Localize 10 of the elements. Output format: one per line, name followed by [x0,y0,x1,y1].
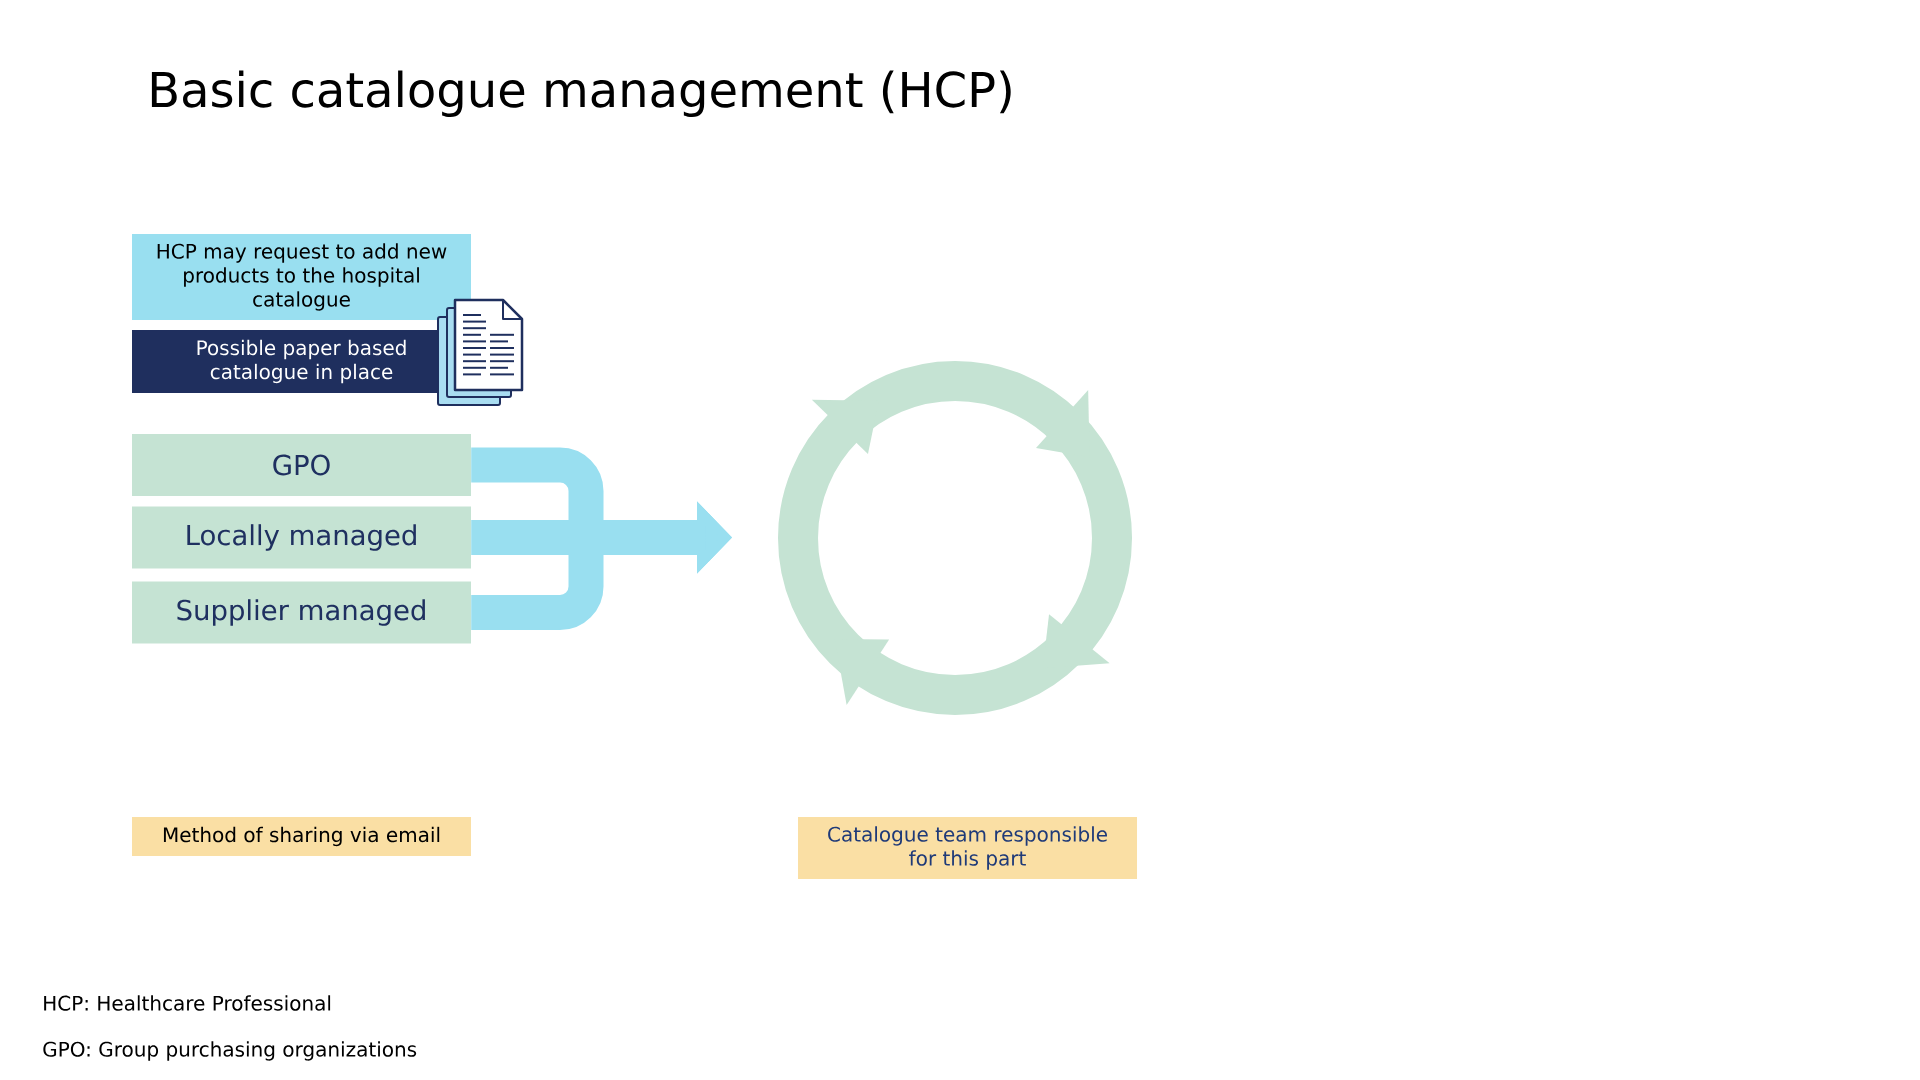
title: Basic catalogue management (HCP) [151,70,1011,117]
category-box: GPO [132,434,471,496]
text-box: HCP may request to add new products to the hospital catalogue [132,234,471,320]
category-box: Locally managed [132,506,471,569]
note-box: Method of sharing via email [132,817,471,856]
category-box: Supplier managed [132,581,471,644]
footnote: HCP: Healthcare Professional [44,995,331,1011]
text-box: Possible paper based catalogue in place [132,330,439,393]
note-box: Catalogue team responsible for this part [798,817,1137,879]
footnote: GPO: Group purchasing organizations [43,1041,417,1061]
